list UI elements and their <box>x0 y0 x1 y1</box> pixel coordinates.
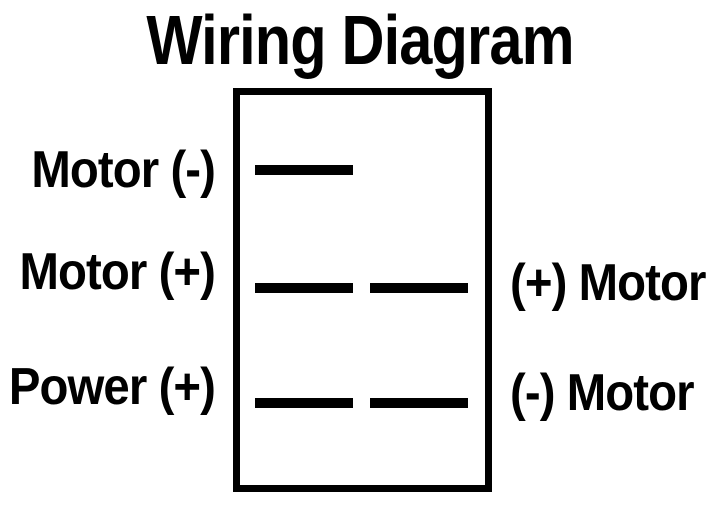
terminal-bar-row2-left <box>255 283 353 293</box>
terminal-bar-row3-left <box>255 398 353 408</box>
label-motor-negative-right: (-) Motor <box>510 364 695 422</box>
label-motor-positive-left: Motor (+) <box>19 243 216 301</box>
terminal-bar-row1-left <box>255 165 353 175</box>
terminal-bar-row2-right <box>370 283 468 293</box>
label-power-positive-left: Power (+) <box>8 358 216 416</box>
diagram-title: Wiring Diagram <box>146 1 574 79</box>
terminal-bar-row3-right <box>370 398 468 408</box>
label-motor-negative-left: Motor (-) <box>31 141 216 199</box>
label-motor-positive-right: (+) Motor <box>510 254 706 312</box>
